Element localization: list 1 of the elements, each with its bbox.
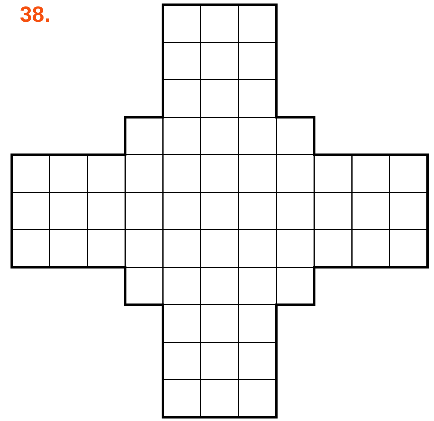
- puzzle-number: 38.: [20, 2, 51, 28]
